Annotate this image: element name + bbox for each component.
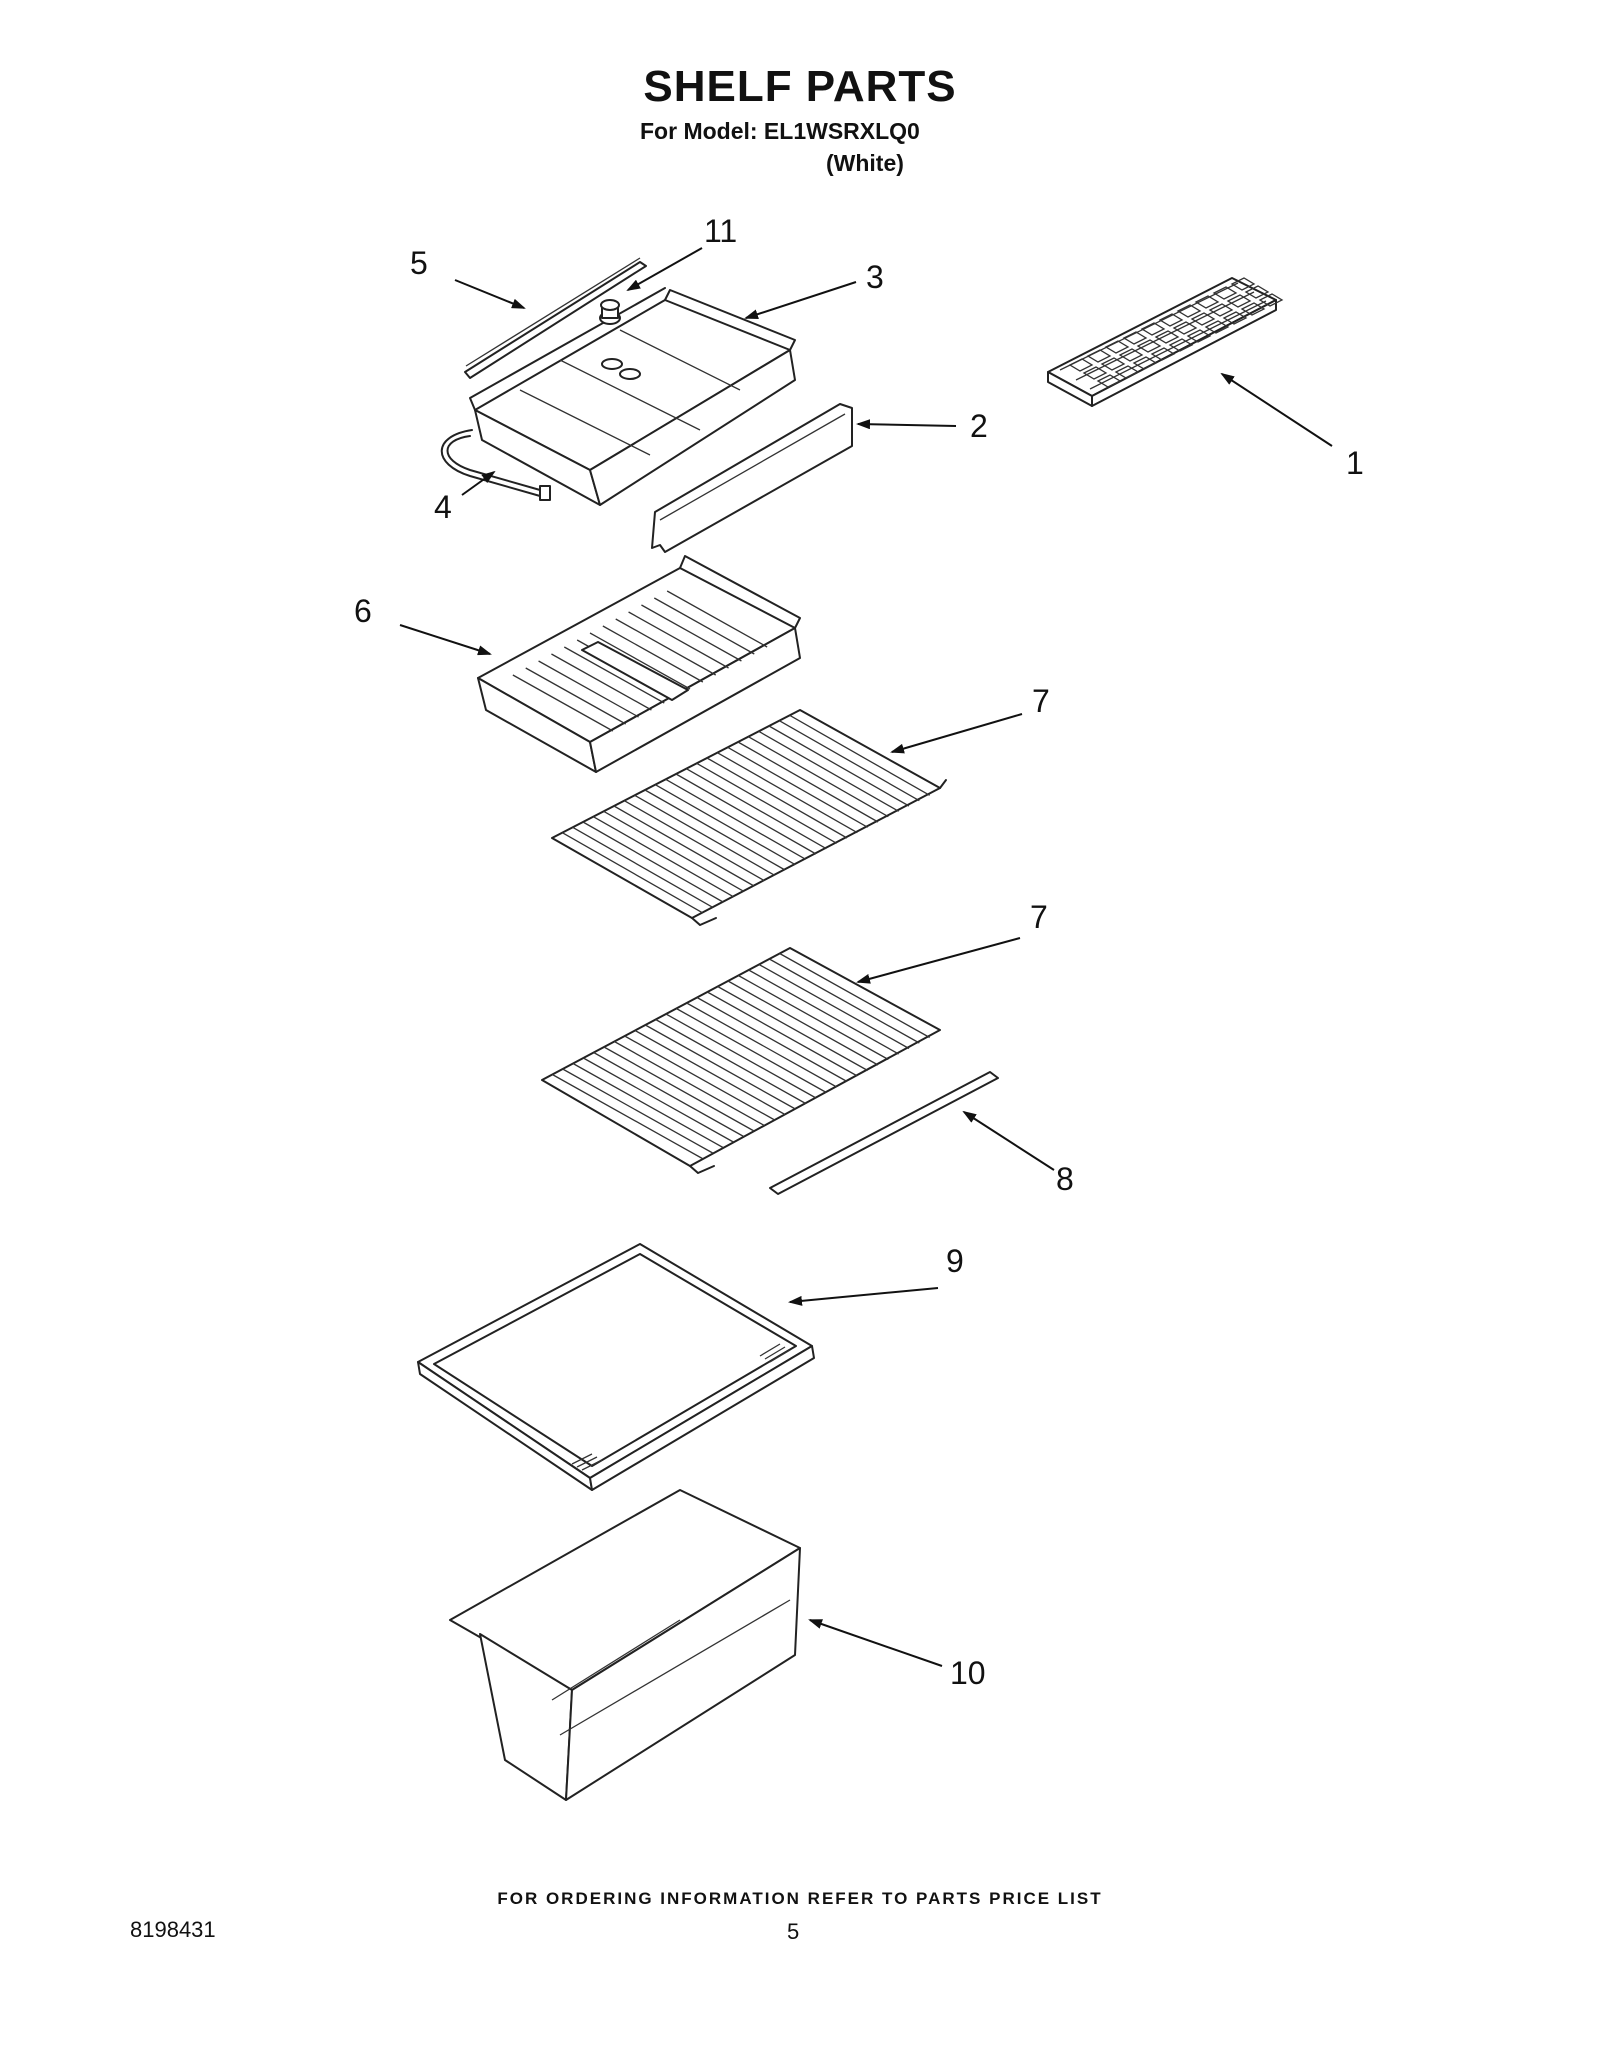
- callout-3: 3: [866, 259, 884, 295]
- front-cover-part: [651, 403, 853, 553]
- ordering-note: FOR ORDERING INFORMATION REFER TO PARTS …: [497, 1889, 1103, 1908]
- callout-7-lower: 7: [1030, 899, 1048, 935]
- glass-shelf-part: [417, 1243, 815, 1491]
- callout-4: 4: [434, 489, 452, 525]
- callout-10: 10: [950, 1655, 986, 1691]
- callout-9: 9: [946, 1243, 964, 1279]
- ice-tray-part: [1047, 277, 1284, 407]
- upper-pan-part: [469, 287, 796, 506]
- callout-6: 6: [354, 593, 372, 629]
- callout-1: 1: [1346, 445, 1364, 481]
- wire-part: [440, 429, 551, 501]
- page-number: 5: [787, 1919, 800, 1944]
- callout-7-upper: 7: [1032, 683, 1050, 719]
- trim-strip-part: [769, 1071, 999, 1195]
- page-title: SHELF PARTS: [643, 62, 957, 111]
- document-number: 8198431: [130, 1917, 216, 1942]
- bin-part: [449, 1489, 801, 1801]
- knob-part: [599, 299, 621, 325]
- callout-2: 2: [970, 408, 988, 444]
- wire-shelf-lower-part: [541, 947, 941, 1174]
- callout-5: 5: [410, 245, 428, 281]
- wire-shelf-upper-part: [551, 709, 947, 926]
- callout-8: 8: [1056, 1161, 1074, 1197]
- crisper-drawer-part: [477, 555, 801, 773]
- leader-lines: [399, 247, 1333, 1667]
- color-line: (White): [826, 150, 904, 176]
- rail-part: [464, 257, 647, 379]
- model-line: For Model: EL1WSRXLQ0: [640, 118, 920, 144]
- callout-11: 11: [704, 213, 737, 249]
